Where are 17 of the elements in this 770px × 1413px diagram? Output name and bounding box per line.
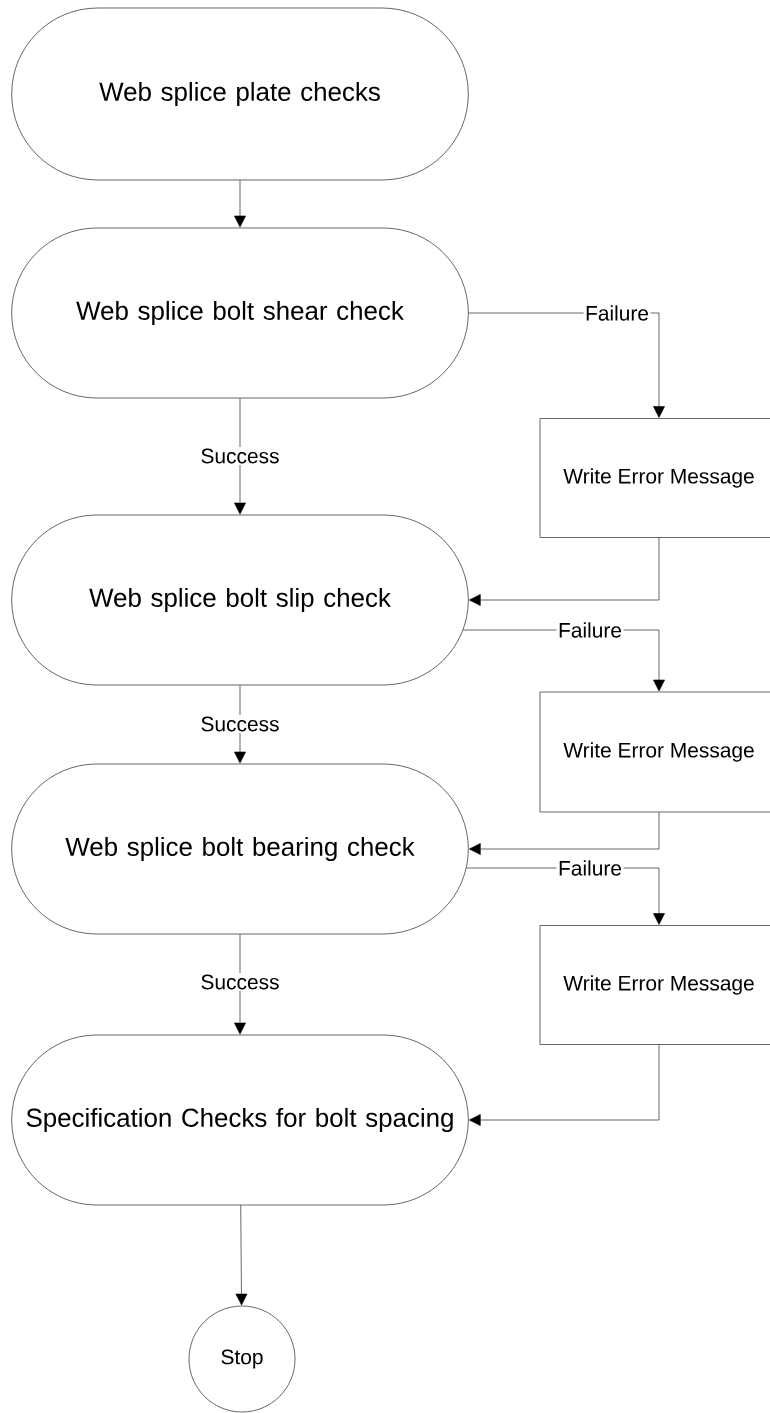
edge-label: Success xyxy=(198,447,282,465)
edge-label: Success xyxy=(198,715,282,733)
arrow xyxy=(234,685,246,764)
arrow xyxy=(234,934,246,1035)
arrow xyxy=(234,180,246,228)
process-box: Write Error Message xyxy=(539,418,770,538)
arrow xyxy=(469,812,660,855)
arrow xyxy=(469,537,660,606)
edge-label: Failure xyxy=(583,303,651,323)
edge-label: Success xyxy=(198,973,282,991)
arrow xyxy=(469,1044,660,1126)
arrow xyxy=(234,398,246,515)
arrow xyxy=(235,1205,248,1306)
process-box: Write Error Message xyxy=(539,925,770,1045)
edge-label: Failure xyxy=(556,620,624,640)
edge-label: Failure xyxy=(556,858,624,878)
process-box: Write Error Message xyxy=(539,691,770,813)
